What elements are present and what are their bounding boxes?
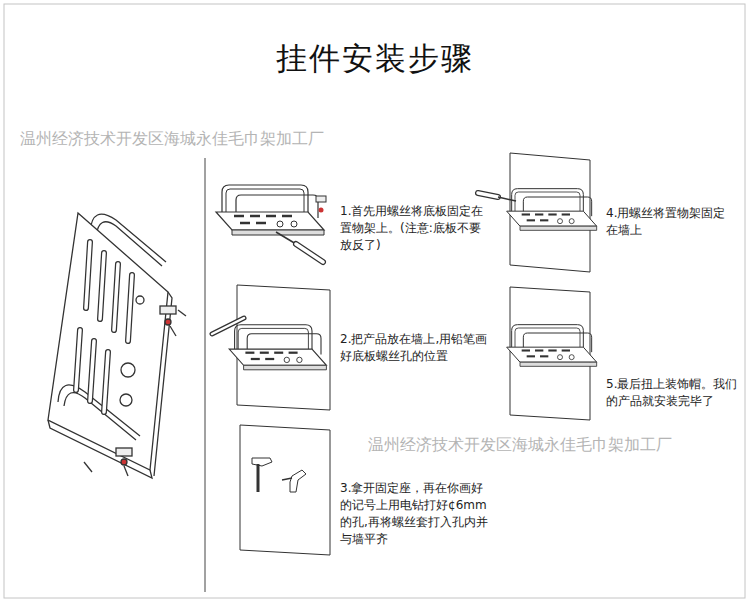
frame [4,4,745,598]
divider [205,158,206,592]
shelf-icon [229,325,326,370]
shelf-icon [216,185,324,235]
shelf-icon [507,189,597,231]
step4-illustration [478,153,597,272]
step-text: 5.最后扭上装饰帽。我们的产品就安装完毕了 [606,376,742,410]
step2-illustration [212,285,330,410]
shelf-icon [507,325,597,367]
step3-illustration [240,425,330,555]
step-text: 4.用螺丝将置物架固定在墙上 [606,205,734,239]
step5-illustration [507,287,597,420]
watermark: 温州经济技术开发区海城永佳毛巾架加工厂 [368,435,672,455]
shelf-illustration [48,213,186,478]
step-text: 1.首先用螺丝将底板固定在置物架上。(注意:底板不要放反了) [340,203,488,254]
step1-illustration [216,185,326,262]
step-text: 2.把产品放在墙上,用铅笔画好底板螺丝孔的位置 [340,331,488,365]
step-text: 3.拿开固定座，再在你画好的记号上用电钻打好¢6mm的孔,再将螺丝套打入孔内并与… [340,480,488,548]
title: 挂件安装步骤 [276,38,474,80]
watermark: 温州经济技术开发区海城永佳毛巾架加工厂 [20,129,324,149]
